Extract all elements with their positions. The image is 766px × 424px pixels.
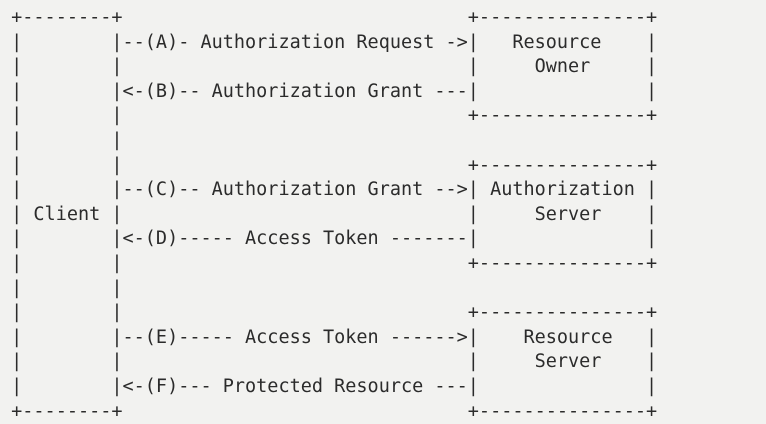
ascii-line-3: | |<-(B)-- Authorization Grant ---| | (0, 80, 657, 105)
ascii-line-13: | |--(E)----- Access Token ------>| Reso… (0, 326, 657, 351)
ascii-line-12: | | +---------------+ (0, 301, 657, 326)
ascii-line-5: | | (0, 129, 657, 154)
ascii-line-16: +--------+ +---------------+ (0, 400, 657, 424)
ascii-line-4: | | +---------------+ (0, 104, 657, 129)
ascii-line-2: | | | Owner | (0, 55, 657, 80)
ascii-line-10: | | +---------------+ (0, 252, 657, 277)
ascii-line-1: | |--(A)- Authorization Request ->| Reso… (0, 31, 657, 56)
ascii-line-7: | |--(C)-- Authorization Grant -->| Auth… (0, 178, 657, 203)
ascii-line-0: +--------+ +---------------+ (0, 6, 657, 31)
ascii-line-15: | |<-(F)--- Protected Resource ---| | (0, 375, 657, 400)
ascii-line-11: | | (0, 277, 657, 302)
ascii-line-6: | | +---------------+ (0, 154, 657, 179)
ascii-line-9: | |<-(D)----- Access Token -------| | (0, 227, 657, 252)
ascii-line-14: | | | Server | (0, 350, 657, 375)
ascii-line-8: | Client | | Server | (0, 203, 657, 228)
oauth-abstract-protocol-flow-diagram: +--------+ +---------------+ | |--(A)- A… (0, 6, 657, 424)
